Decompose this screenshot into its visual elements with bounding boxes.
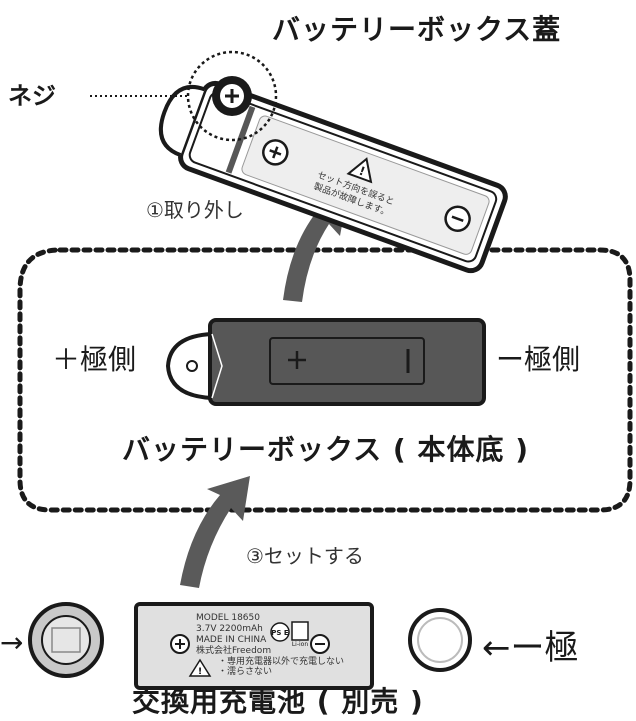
battery-pse-mark: PS E [271, 629, 289, 637]
battery-model: MODEL 18650 [196, 613, 260, 623]
battery-origin: MADE IN CHINA [196, 635, 267, 645]
positive-end-arrow-label: → [0, 626, 24, 659]
svg-text:!: ! [357, 164, 367, 179]
svg-text:!: ! [198, 667, 202, 677]
battery-liion-mark: Li-ion [292, 641, 309, 648]
battery-body: MODEL 18650 3.7V 2200mAh MADE IN CHINA 株… [134, 602, 374, 690]
step1-label: ①取り外し [146, 198, 244, 222]
plus-pole-label: ＋極側 [52, 343, 137, 376]
box-title: バッテリーボックス ( 本体底 ) [122, 433, 529, 466]
minus-pole-label: ー極側 [496, 343, 581, 376]
battery-title: 交換用充電池 ( 別売 ) [132, 685, 424, 718]
battery-lid: ! セット方向を誤ると 製品が故障します。 [158, 80, 508, 274]
step3-label: ③セットする [246, 544, 364, 568]
negative-end-arrow-label: ←ー極 [482, 628, 579, 668]
battery-plus-end-icon [28, 602, 104, 678]
lid-warning-icon [346, 157, 373, 184]
battery-note1: ・専用充電器以外で充電しない [218, 655, 344, 667]
lid-title: バッテリーボックス蓋 [272, 13, 562, 46]
battery-minus-end-icon [408, 608, 472, 672]
battery-spec: 3.7V 2200mAh [196, 624, 263, 634]
insert-arrow [180, 476, 250, 588]
screw-label: ネジ [8, 82, 56, 110]
screw-highlight-circle [186, 50, 278, 142]
box-dotted-outline [17, 247, 633, 513]
battery-maker: 株式会社Freedom [196, 644, 271, 656]
battery-box [165, 318, 486, 406]
battery-note2: ・濡らさない [218, 666, 272, 677]
